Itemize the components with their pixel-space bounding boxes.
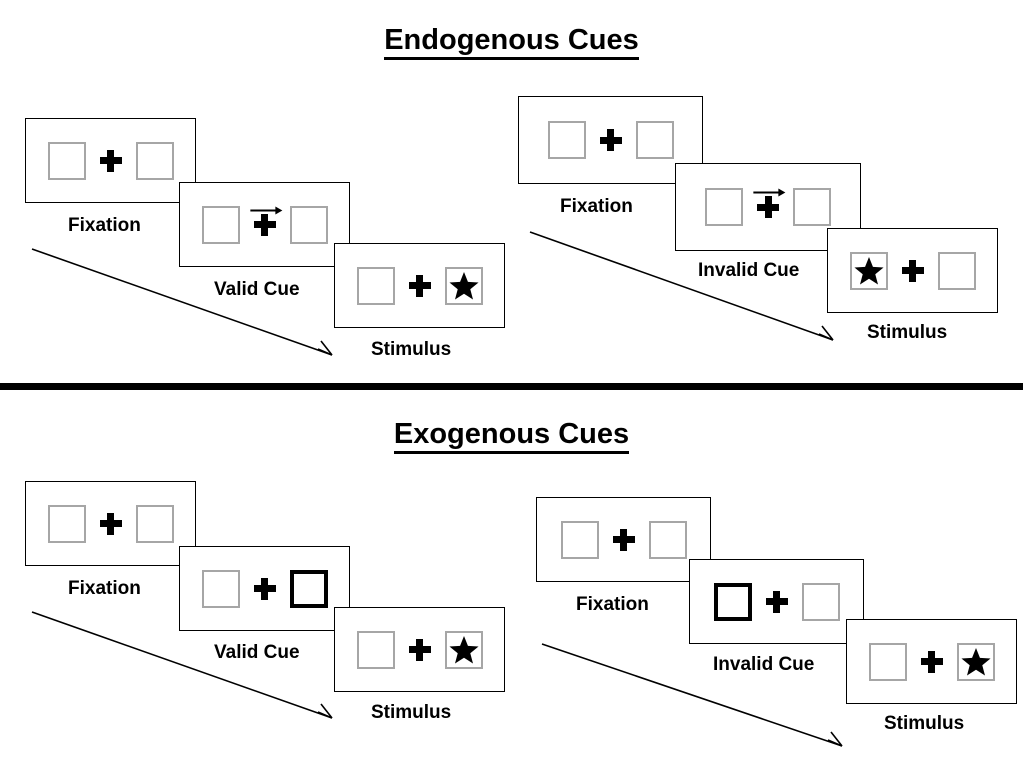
right-box: [937, 251, 976, 290]
left-box: [201, 205, 240, 244]
panel-exogenous-invalid-stimulus: [846, 619, 1017, 704]
panel-exogenous-valid-stimulus: [334, 607, 505, 692]
panel-endogenous-invalid-fixation: [518, 96, 703, 184]
fixation-cross-icon: [99, 512, 122, 535]
caption-exogenous-valid-stimulus: Stimulus: [371, 702, 452, 723]
section-title-exogenous-text: Exogenous Cues: [393, 418, 630, 454]
star-stimulus-icon: [448, 635, 479, 663]
section-title-exogenous: Exogenous Cues: [0, 418, 1023, 454]
fixation-cross-wrap: [99, 512, 122, 535]
fixation-cross-icon: [253, 577, 276, 600]
panel-exogenous-invalid-cue: [689, 559, 864, 644]
fixation-cross-icon: [408, 638, 431, 661]
panel-endogenous-valid-stimulus: [334, 243, 505, 328]
fixation-cross-icon: [99, 149, 122, 172]
right-box: [444, 630, 483, 669]
fixation-cross-icon: [920, 650, 943, 673]
fixation-cross-wrap: [612, 528, 635, 551]
fixation-cross-icon: [901, 259, 924, 282]
fixation-cross-wrap: [253, 577, 276, 600]
fixation-cross-icon: [612, 528, 635, 551]
cue-center-wrap: [249, 206, 282, 236]
star-stimulus-icon: [853, 256, 884, 284]
panel-exogenous-valid-fixation: [25, 481, 196, 566]
left-box: [201, 569, 240, 608]
left-box: [47, 141, 86, 180]
right-box: [956, 642, 995, 681]
caption-endogenous-valid-fixation: Fixation: [68, 215, 141, 236]
right-box: [444, 266, 483, 305]
time-arrow-endogenous-invalid: [529, 231, 834, 341]
section-title-endogenous: Endogenous Cues: [0, 24, 1023, 60]
fixation-cross-wrap: [920, 650, 943, 673]
right-box: [635, 121, 674, 159]
fixation-cross-icon: [599, 129, 622, 151]
fixation-cross-wrap: [901, 259, 924, 282]
fixation-cross-wrap: [99, 149, 122, 172]
right-box: [289, 205, 328, 244]
caption-endogenous-valid-cue: Valid Cue: [214, 279, 300, 300]
left-box: [356, 630, 395, 669]
fixation-cross-wrap: [408, 274, 431, 297]
panel-endogenous-valid-cue: [179, 182, 350, 267]
fixation-cross-wrap: [765, 590, 788, 613]
caption-exogenous-valid-fixation: Fixation: [68, 578, 141, 599]
fixation-cross-icon: [253, 213, 276, 236]
caption-endogenous-invalid-cue: Invalid Cue: [698, 260, 800, 281]
fixation-cross-icon: [408, 274, 431, 297]
section-title-endogenous-text: Endogenous Cues: [384, 24, 639, 60]
time-arrow-exogenous-invalid: [541, 643, 843, 747]
left-box: [560, 520, 599, 559]
left-box: [47, 504, 86, 543]
right-box: [135, 504, 174, 543]
caption-endogenous-valid-stimulus: Stimulus: [371, 339, 452, 360]
cue-center-wrap: [753, 188, 786, 218]
caption-exogenous-invalid-stimulus: Stimulus: [884, 713, 965, 734]
right-box: [801, 582, 840, 621]
left-box: [547, 121, 586, 159]
fixation-cross-icon: [765, 590, 788, 613]
left-box-cued: [713, 582, 752, 621]
fixation-cross-wrap: [408, 638, 431, 661]
caption-endogenous-invalid-stimulus: Stimulus: [867, 322, 948, 343]
panel-exogenous-valid-cue: [179, 546, 350, 631]
fixation-cross-wrap: [599, 129, 622, 151]
panel-exogenous-invalid-fixation: [536, 497, 711, 582]
left-box: [868, 642, 907, 681]
time-arrow-exogenous-valid: [31, 611, 333, 719]
time-arrow-endogenous-valid: [31, 248, 333, 356]
star-stimulus-icon: [448, 271, 479, 299]
caption-exogenous-valid-cue: Valid Cue: [214, 642, 300, 663]
right-box: [648, 520, 687, 559]
fixation-cross-icon: [757, 196, 779, 218]
left-box: [849, 251, 888, 290]
left-box: [356, 266, 395, 305]
panel-endogenous-invalid-stimulus: [827, 228, 998, 313]
caption-endogenous-invalid-fixation: Fixation: [560, 196, 633, 217]
right-box: [793, 188, 831, 226]
caption-exogenous-invalid-fixation: Fixation: [576, 594, 649, 615]
right-box: [135, 141, 174, 180]
caption-exogenous-invalid-cue: Invalid Cue: [713, 654, 815, 675]
star-stimulus-icon: [960, 647, 991, 675]
section-divider: [0, 383, 1023, 390]
panel-endogenous-valid-fixation: [25, 118, 196, 203]
left-box: [705, 188, 743, 226]
right-box-cued: [289, 569, 328, 608]
